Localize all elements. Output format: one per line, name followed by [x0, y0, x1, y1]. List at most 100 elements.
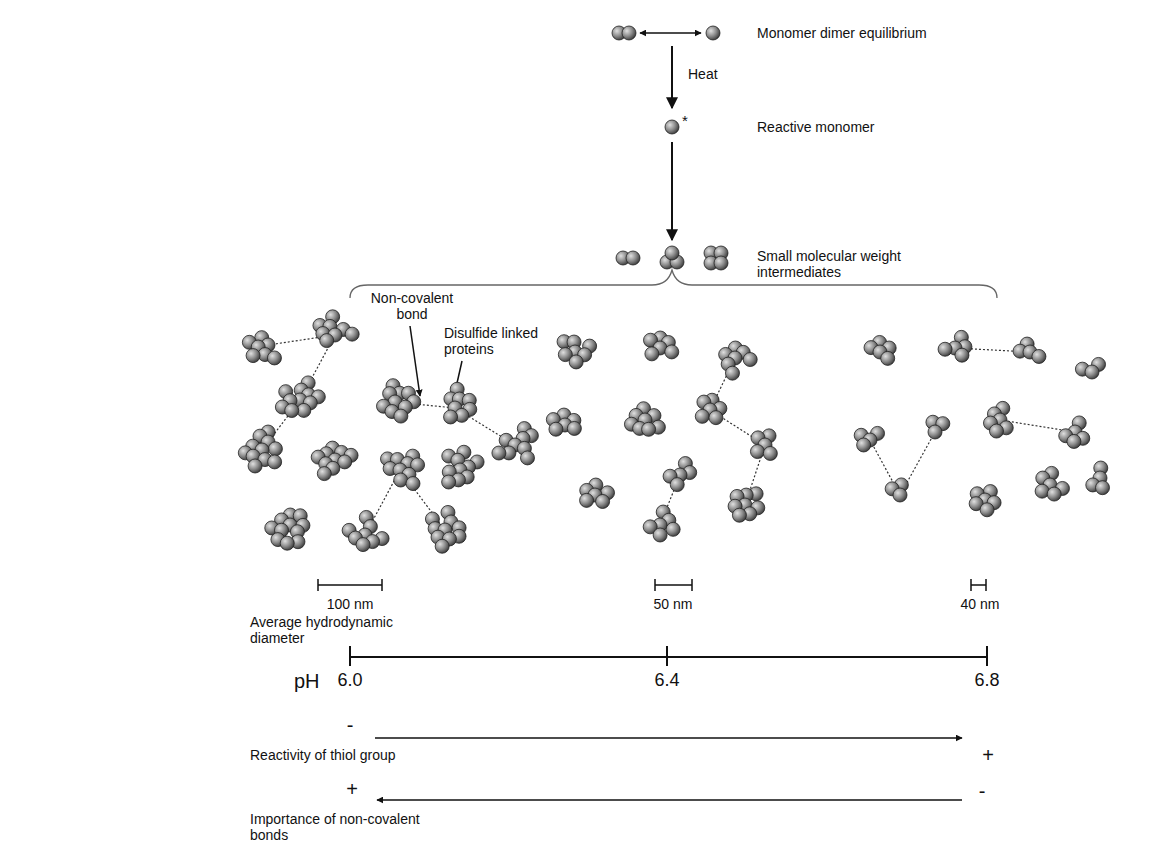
protein-sphere: [989, 424, 1003, 438]
protein-sphere: [938, 342, 952, 356]
protein-sphere: [596, 494, 610, 508]
process-arrow: [671, 142, 673, 240]
protein-sphere: [750, 445, 764, 459]
scale-bar: [381, 579, 383, 591]
protein-sphere: [394, 473, 408, 487]
non-covalent-link: [870, 440, 900, 495]
protein-sphere: [642, 422, 656, 436]
axis-tick: [666, 646, 668, 666]
protein-sphere: [442, 475, 456, 489]
callout-label: Non-covalent bond: [362, 290, 462, 322]
protein-sphere: [345, 327, 359, 341]
reactive-mark: *: [682, 112, 688, 129]
axis-tick: [349, 646, 351, 666]
ph-axis: [350, 656, 987, 658]
protein-sphere: [980, 503, 994, 517]
protein-sphere: [356, 538, 370, 552]
protein-sphere: [706, 26, 720, 40]
stage-label: Reactive monomer: [757, 119, 875, 135]
equilibrium-arrow: [640, 32, 701, 34]
tick-label: 6.0: [337, 670, 362, 691]
protein-sphere: [928, 425, 942, 439]
protein-sphere: [248, 459, 262, 473]
protein-sphere: [857, 438, 871, 452]
protein-sphere: [626, 251, 640, 265]
protein-sphere: [743, 353, 757, 367]
protein-sphere: [763, 446, 777, 460]
protein-sphere: [267, 351, 281, 365]
arrows-and-axes: [318, 33, 997, 800]
protein-sphere: [320, 334, 334, 348]
scale-label: 50 nm: [654, 596, 693, 612]
protein-sphere: [725, 366, 739, 380]
protein-sphere: [955, 348, 969, 362]
scale-label: 100 nm: [327, 596, 374, 612]
row-title: Reactivity of thiol group: [250, 747, 396, 763]
protein-sphere: [435, 539, 449, 553]
scale-bar: [317, 579, 319, 591]
protein-sphere: [709, 411, 723, 425]
protein-sphere: [732, 508, 746, 522]
row-title: Importance of non-covalent bonds: [250, 811, 440, 843]
protein-sphere: [653, 528, 667, 542]
scale-bar: [655, 584, 692, 586]
scale-bar: [318, 584, 382, 586]
protein-sphere: [567, 421, 581, 435]
protein-sphere: [665, 246, 679, 260]
protein-sphere: [1047, 487, 1061, 501]
axis-title: pH: [294, 670, 320, 693]
tick-label: 6.4: [654, 670, 679, 691]
protein-sphere: [665, 120, 679, 134]
protein-sphere: [893, 488, 907, 502]
sign-label: -: [347, 714, 354, 737]
protein-sphere: [317, 467, 331, 481]
scale-bar: [970, 579, 972, 591]
scale-bar: [691, 579, 693, 591]
protein-sphere: [1085, 365, 1099, 379]
tick-label: 6.8: [974, 670, 999, 691]
protein-sphere: [1096, 481, 1110, 495]
protein-sphere: [492, 446, 506, 460]
protein-sphere: [1035, 484, 1049, 498]
protein-sphere: [520, 451, 534, 465]
sign-label: -: [979, 780, 986, 803]
condition-label: Heat: [688, 66, 718, 82]
trend-arrow: [375, 737, 962, 739]
protein-sphere: [549, 422, 563, 436]
axis-title: Average hydrodynamic diameter: [250, 614, 420, 646]
protein-sphere: [580, 493, 594, 507]
protein-sphere: [444, 410, 458, 424]
protein-sphere: [714, 256, 728, 270]
non-covalent-link: [262, 400, 300, 450]
trend-arrow: [377, 799, 962, 801]
heat-arrow: [671, 46, 673, 108]
protein-sphere: [666, 522, 680, 536]
protein-sphere: [645, 347, 659, 361]
callout-arrow: [410, 326, 420, 396]
callout-label: Disulfide linked proteins: [444, 325, 562, 357]
protein-sphere: [285, 404, 299, 418]
scale-bar: [985, 579, 987, 591]
protein-sphere: [569, 355, 583, 369]
protein-sphere: [881, 351, 895, 365]
non-covalent-links: [262, 335, 1075, 535]
axis-tick: [986, 646, 988, 666]
protein-sphere: [246, 349, 260, 363]
protein-sphere: [1032, 349, 1046, 363]
stage-label: Small molecular weight intermediates: [757, 248, 917, 280]
protein-sphere: [622, 26, 636, 40]
protein-spheres: [238, 26, 1109, 553]
protein-sphere: [406, 477, 420, 491]
protein-sphere: [670, 478, 684, 492]
protein-sphere: [1067, 434, 1081, 448]
stage-label: Monomer dimer equilibrium: [757, 25, 927, 41]
protein-sphere: [695, 409, 709, 423]
sign-label: +: [346, 778, 358, 801]
protein-sphere: [665, 345, 679, 359]
sign-label: +: [982, 744, 994, 767]
scale-label: 40 nm: [961, 596, 1000, 612]
scale-bar: [654, 579, 656, 591]
protein-sphere: [268, 455, 282, 469]
